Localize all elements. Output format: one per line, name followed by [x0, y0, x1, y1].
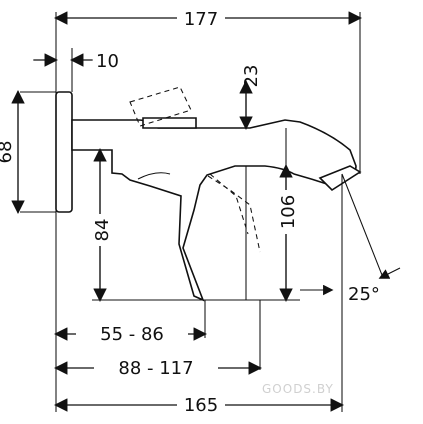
wall-plate [55, 91, 73, 213]
label-23-wrap: 23 [241, 65, 262, 88]
lever-alt-position-a [207, 175, 261, 253]
label-23: 23 [241, 65, 262, 88]
label-106: 106 [278, 195, 299, 229]
label-106-wrap: 106 [277, 190, 299, 234]
lever-shadow-line [137, 172, 171, 180]
faucet-body [71, 119, 357, 302]
handle-open-position [129, 86, 192, 127]
dimension-labels: 177 10 68 23 84 106 55 - 86 88 - 117 [0, 8, 380, 416]
label-55-86: 55 - 86 [100, 324, 164, 345]
label-165: 165 [184, 395, 218, 416]
label-25-degree: 25° [348, 284, 380, 305]
label-68: 68 [0, 141, 16, 164]
label-10: 10 [96, 51, 119, 72]
lever-alt-position-b [209, 173, 249, 235]
label-88-117: 88 - 117 [118, 358, 193, 379]
label-177: 177 [184, 9, 218, 30]
construction-lines [20, 12, 401, 412]
label-68-wrap: 68 [0, 137, 16, 167]
label-84: 84 [92, 219, 113, 242]
faucet-outline [55, 86, 362, 302]
label-84-wrap: 84 [91, 214, 113, 246]
watermark-text: GOODS.BY [262, 382, 334, 396]
